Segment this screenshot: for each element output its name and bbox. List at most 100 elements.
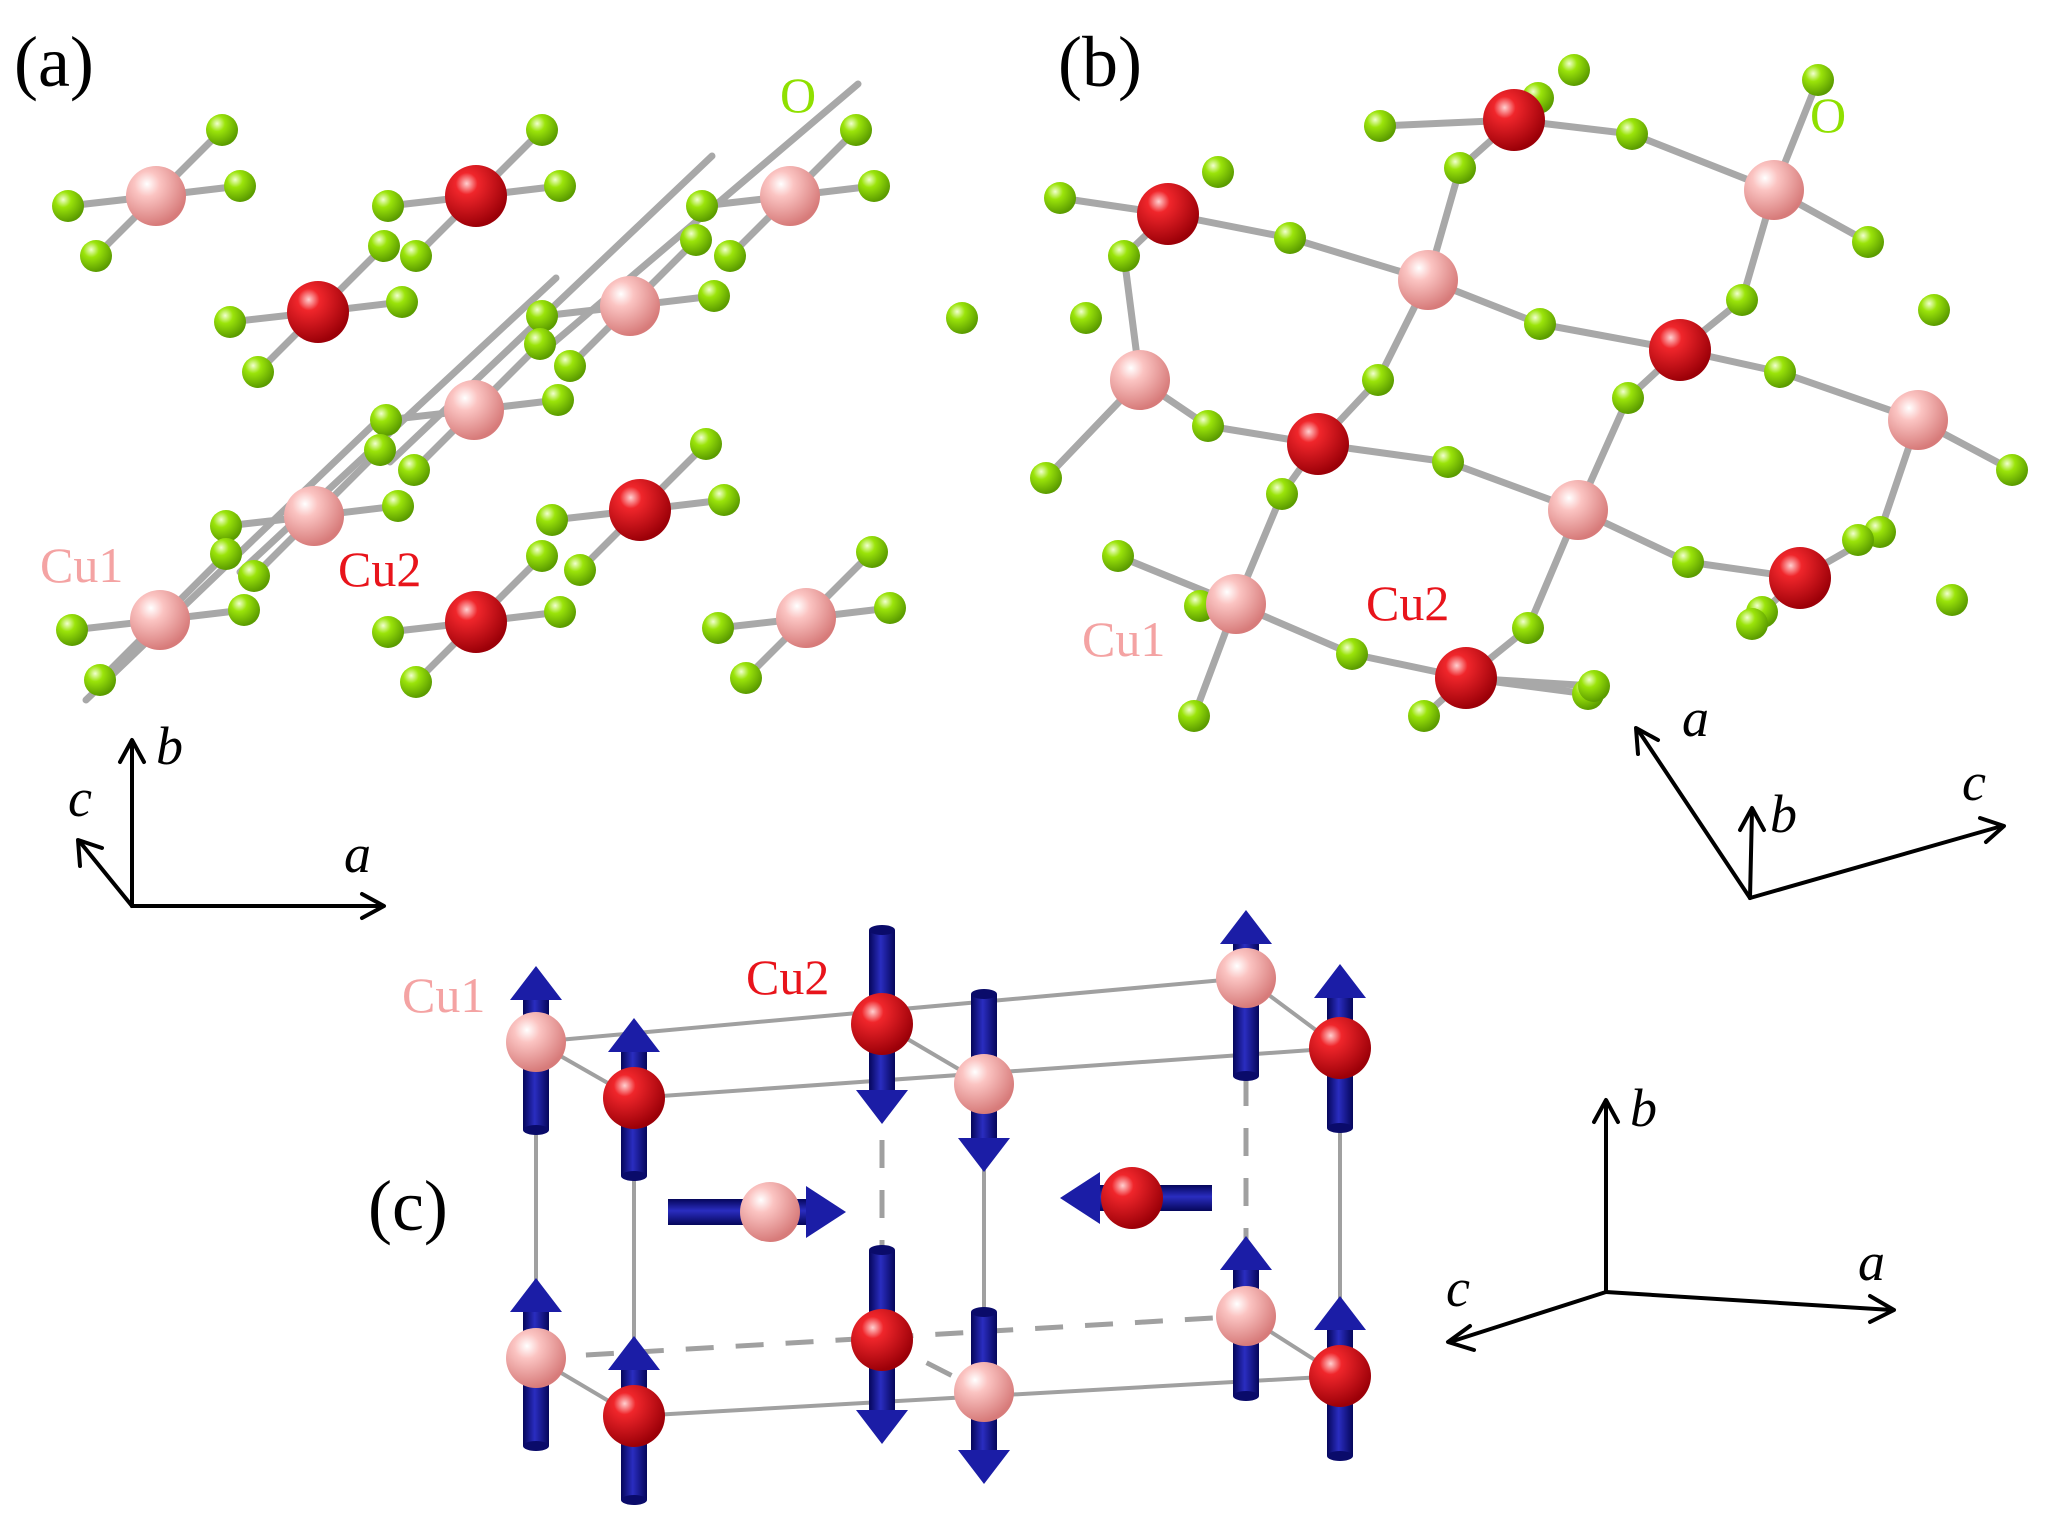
spin-arrow-head — [608, 1336, 660, 1370]
oxygen-atom — [56, 614, 88, 646]
panel-a-structure — [52, 80, 906, 704]
oxygen-atom — [1852, 226, 1884, 258]
panel-b-axes — [1634, 726, 2006, 900]
oxygen-atom — [730, 662, 762, 694]
oxygen-atom — [542, 384, 574, 416]
cu2-atom — [851, 1309, 913, 1371]
cu1-atom — [1398, 250, 1458, 310]
panel-c-magnetic-structure — [506, 910, 1371, 1505]
panel-b-cu2-label: Cu2 — [1366, 575, 1449, 631]
oxygen-atom — [1202, 156, 1234, 188]
panel-b-label: (b) — [1058, 22, 1142, 102]
oxygen-atom — [680, 224, 712, 256]
oxygen-atom — [544, 170, 576, 202]
cu2-atom — [1309, 1345, 1371, 1407]
cu1-atom — [600, 276, 660, 336]
panel-b-axis-a-label: a — [1682, 688, 1709, 748]
oxygen-atom — [372, 616, 404, 648]
oxygen-atom — [370, 404, 402, 436]
oxygen-atom — [698, 280, 730, 312]
oxygen-atom — [400, 666, 432, 698]
cu2-atom — [1483, 89, 1545, 151]
oxygen-atom — [1842, 524, 1874, 556]
oxygen-atom — [1192, 410, 1224, 442]
cu1-atom — [130, 590, 190, 650]
oxygen-atom — [206, 114, 238, 146]
oxygen-atom — [210, 510, 242, 542]
spin-arrow-tail — [869, 925, 895, 935]
cu2-atom — [1309, 1017, 1371, 1079]
spin-arrow-head — [856, 1410, 908, 1444]
spin-arrow-head — [1314, 964, 1366, 998]
spin-arrow-head — [1220, 910, 1272, 944]
oxygen-atom — [1736, 608, 1768, 640]
cu1-atom — [1548, 480, 1608, 540]
panel-a-axis-c-label: c — [68, 768, 92, 828]
panel-c-axes — [1446, 1098, 1896, 1352]
spin-arrow-head — [1314, 1296, 1366, 1330]
oxygen-atom — [382, 490, 414, 522]
oxygen-atom — [1408, 700, 1440, 732]
spin-arrow-head — [958, 1450, 1010, 1484]
oxygen-atom — [1274, 222, 1306, 254]
oxygen-atom — [858, 170, 890, 202]
cu1-atom — [444, 380, 504, 440]
cu2-atom — [287, 281, 349, 343]
cu2-atom — [1769, 547, 1831, 609]
oxygen-atom — [1672, 546, 1704, 578]
panel-b-structure — [946, 54, 2028, 732]
oxygen-atom — [214, 306, 246, 338]
oxygen-atom — [1764, 356, 1796, 388]
oxygen-atom — [84, 664, 116, 696]
panel-c-cu1-label: Cu1 — [402, 967, 485, 1023]
oxygen-atom — [1616, 118, 1648, 150]
spin-arrow-head — [608, 1018, 660, 1052]
cu2-atom — [1435, 647, 1497, 709]
oxygen-atom — [1996, 454, 2028, 486]
spin-arrow-head — [510, 966, 562, 1000]
oxygen-atom — [1578, 670, 1610, 702]
oxygen-atom — [702, 612, 734, 644]
oxygen-atom — [946, 302, 978, 334]
oxygen-atom — [368, 230, 400, 262]
oxygen-atom — [1918, 294, 1950, 326]
oxygen-atom — [690, 428, 722, 460]
cu1-atom — [760, 166, 820, 226]
oxygen-atom — [1432, 446, 1464, 478]
cu1-atom — [1216, 948, 1276, 1008]
oxygen-atom — [1044, 182, 1076, 214]
panel-a-cu1-label: Cu1 — [40, 537, 123, 593]
oxygen-atom — [526, 540, 558, 572]
oxygen-atom — [372, 190, 404, 222]
oxygen-atom — [1108, 240, 1140, 272]
cu2-atom — [1649, 319, 1711, 381]
cu1-atom — [954, 1362, 1014, 1422]
oxygen-atom — [1802, 64, 1834, 96]
panel-b-axis-c-label: c — [1962, 752, 1986, 812]
spin-arrow-head — [1060, 1172, 1100, 1224]
spin-arrow-tail — [971, 1307, 997, 1317]
panel-c-axis-b-label: b — [1630, 1078, 1657, 1138]
oxygen-atom — [242, 356, 274, 388]
oxygen-atom — [224, 170, 256, 202]
oxygen-atom — [856, 536, 888, 568]
panel-c-cu2-label: Cu2 — [746, 949, 829, 1005]
cu1-atom — [740, 1182, 800, 1242]
cu1-atom — [1744, 160, 1804, 220]
cu1-atom — [954, 1054, 1014, 1114]
oxygen-atom — [1726, 284, 1758, 316]
spin-arrow-tail — [1233, 1391, 1259, 1401]
oxygen-atom — [1936, 584, 1968, 616]
cu2-atom — [445, 591, 507, 653]
spin-arrow-tail — [523, 1125, 549, 1135]
cu2-atom — [445, 165, 507, 227]
oxygen-atom — [238, 560, 270, 592]
cu1-atom — [776, 588, 836, 648]
panel-a-cu2-label: Cu2 — [338, 541, 421, 597]
cu1-atom — [506, 1328, 566, 1388]
oxygen-atom — [1266, 478, 1298, 510]
oxygen-atom — [874, 592, 906, 624]
cu1-atom — [1888, 390, 1948, 450]
oxygen-atom — [386, 286, 418, 318]
